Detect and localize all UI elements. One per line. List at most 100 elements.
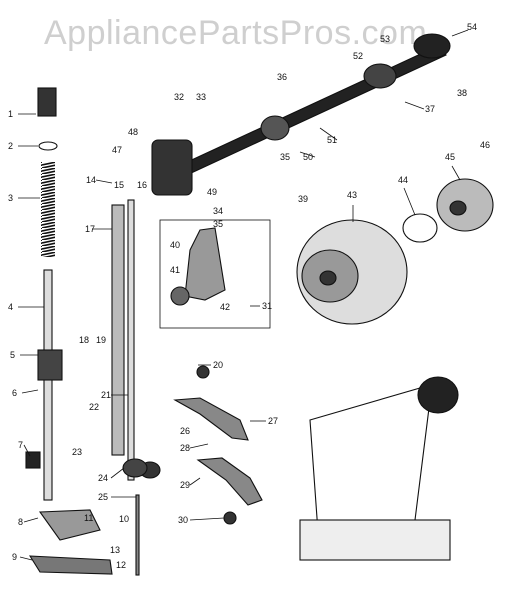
callout-label: 35 [280,152,290,162]
callout-label: 31 [262,301,272,311]
part-pulley-hub [449,200,467,216]
leader-line [189,443,209,449]
lever-parts [122,365,263,525]
callout-label: 44 [398,175,408,185]
callout-label: 17 [85,224,95,234]
callout-label: 24 [98,473,108,483]
callout-label: 15 [114,180,124,190]
callout-label: 21 [101,390,111,400]
main-shaft-assembly [151,33,451,196]
callout-label: 11 [84,513,93,523]
leader-line [299,151,316,158]
callout-label: 50 [303,152,313,162]
callout-label: 10 [119,514,129,524]
part-group-outline [159,219,271,329]
callout-label: 1 [8,109,13,119]
callout-label: 18 [79,335,89,345]
part-lever-29 [196,457,263,506]
callout-label: 23 [72,447,82,457]
callout-label: 32 [174,92,184,102]
leader-line [19,556,33,561]
callout-label: 7 [18,440,23,450]
part-clutch-disc [402,213,438,243]
callout-label: 29 [180,480,190,490]
callout-label: 4 [8,302,13,312]
part-bar-clamp [37,349,63,381]
callout-label: 39 [298,194,308,204]
leader-line [110,467,125,479]
callout-label: 46 [480,140,490,150]
callout-label: 49 [207,187,217,197]
callout-label: 13 [110,545,120,555]
callout-label: 5 [10,350,15,360]
part-needle [135,494,140,576]
part-bushing [413,33,451,59]
callout-label: 54 [467,22,477,32]
part-cam [363,63,397,89]
machine-overview-inset [299,376,459,561]
callout-label: 30 [178,515,188,525]
callout-label: 26 [180,426,190,436]
callout-label: 34 [213,206,223,216]
callout-label: 37 [425,104,435,114]
leader-line [319,127,338,141]
callout-label: 40 [170,240,180,250]
part-screw-20 [196,365,210,379]
part-link-arm [184,227,226,301]
leader-line [189,517,225,521]
part-collar [260,115,290,141]
leader-line [189,477,201,486]
part-pivot [170,286,190,306]
leader-line [23,444,31,457]
part-crank [151,139,193,196]
leader-line [403,187,416,216]
leader-line [21,389,39,394]
needle-bar-frame [111,199,161,576]
callout-label: 27 [268,416,278,426]
callout-label: 19 [96,335,106,345]
callout-label: 53 [380,34,390,44]
part-spring [41,162,55,257]
callout-label: 16 [137,180,147,190]
leader-line [23,517,39,523]
callout-label: 47 [112,145,122,155]
linkage-assembly [159,219,271,329]
callout-label: 51 [327,135,337,145]
callout-label: 48 [128,127,138,137]
callout-label: 22 [89,402,99,412]
callout-label: 2 [8,141,13,151]
callout-label: 8 [18,517,23,527]
callout-label: 3 [8,193,13,203]
part-feed-plate [28,555,113,575]
callout-label: 28 [180,443,190,453]
callout-label: 35 [213,219,223,229]
part-knob-24 [122,458,148,478]
part-thumb-screw [25,451,41,469]
part-machine-bed [299,519,451,561]
callout-label: 12 [116,560,126,570]
part-lever-27 [173,397,249,441]
part-presser-bar [43,269,53,501]
callout-label: 43 [347,190,357,200]
part-needle-bar [127,199,135,481]
leader-line [451,29,469,37]
callout-label: 36 [277,72,287,82]
part-machine-wheel [417,376,459,414]
leader-line [404,101,425,110]
part-screw-30 [223,511,237,525]
part-wheel-center [319,270,337,286]
callout-label: 41 [170,265,180,275]
needle-bar-assembly [25,87,113,575]
part-presser-foot [38,509,101,541]
callouts: 1 2 3 4 5 6 7 8 9 10 11 12 13 14 15 16 1… [8,22,490,570]
callout-label: 33 [196,92,206,102]
watermark: AppliancePartsPros.com [44,14,428,52]
callout-label: 6 [12,388,17,398]
balance-wheel-assembly [296,178,494,325]
callout-label: 25 [98,492,108,502]
callout-label: 45 [445,152,455,162]
callout-label: 9 [12,552,17,562]
callout-label: 38 [457,88,467,98]
part-frame-bar [111,204,125,456]
